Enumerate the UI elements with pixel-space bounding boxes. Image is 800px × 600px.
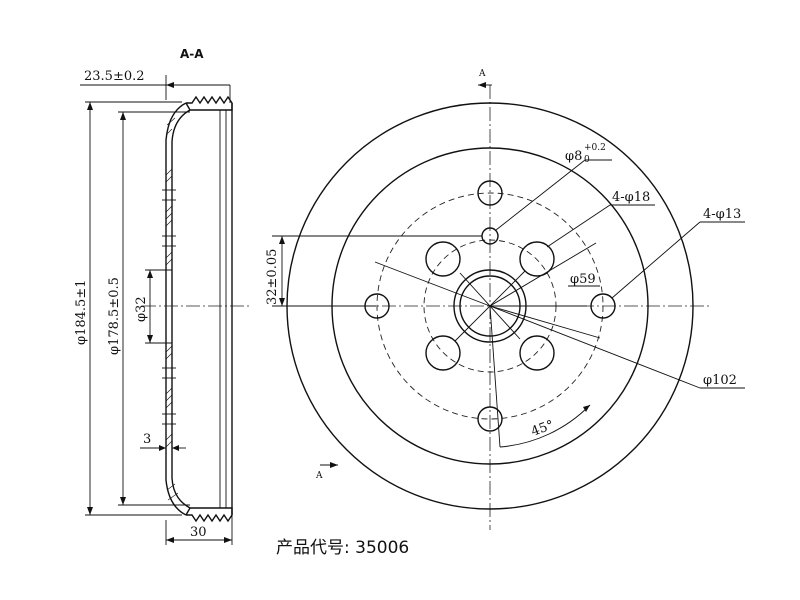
small-hole [590,293,616,319]
small-hole [477,180,503,206]
bolt-circle-outer [376,192,604,420]
dim-outer-diameter: φ184.5±1 [74,280,89,345]
dim-width-top: 23.5±0.2 [84,69,145,84]
pin-hole-tol-upper: +0.2 [584,143,606,153]
dim-thickness: 3 [143,432,151,447]
bolt-circle-inner-label: φ59 [570,272,596,287]
angle-label: 45° [529,418,556,440]
bolt-circle-outer-label: φ102 [703,373,737,388]
section-hatching [165,117,179,501]
section-mark-top: A [478,69,486,79]
small-holes-callout: 4-φ13 [703,207,741,222]
large-holes-callout: 4-φ18 [612,190,650,205]
pin-hole-diameter: φ8 [565,149,582,164]
product-code: 产品代号: 35006 [276,538,409,558]
offset-dimension: 32±0.05 [265,249,280,305]
large-hole [519,241,555,277]
dim-inner-diameter: φ178.5±0.5 [107,277,122,355]
dim-width-bottom: 30 [190,525,207,540]
section-title: A-A [180,47,204,61]
front-view: A A 45° [265,69,745,530]
large-hole [425,335,461,371]
section-view: A-A 23.5±0.2 30 φ184.5±1 φ178.5±0.5 [74,47,250,545]
large-hole [425,241,461,277]
pin-hole-tol-lower: 0 [584,155,590,165]
dim-hub-diameter: φ32 [134,296,149,322]
section-mark-bottom: A [315,471,323,481]
small-hole [477,406,503,432]
large-hole [519,335,555,371]
